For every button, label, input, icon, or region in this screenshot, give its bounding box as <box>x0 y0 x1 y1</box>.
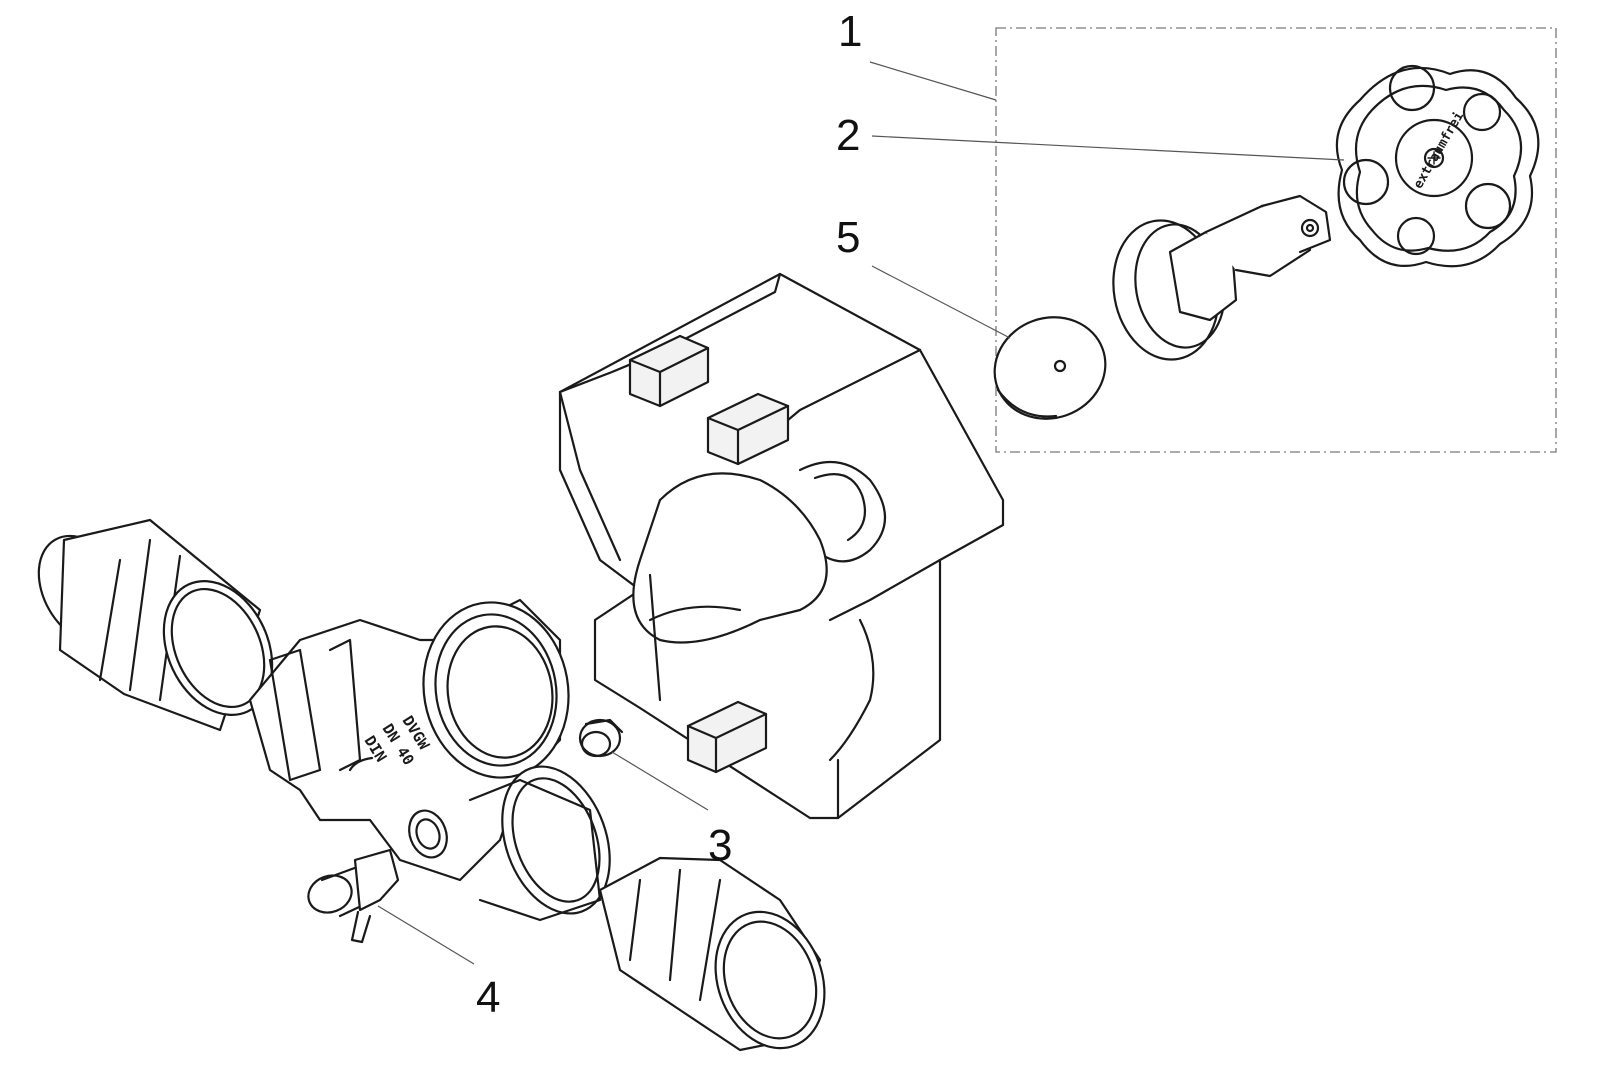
drain-valve-part-4 <box>307 848 400 944</box>
insulation-shell <box>558 272 1005 820</box>
callout-5: 5 <box>836 213 860 262</box>
leader-4 <box>377 905 475 965</box>
valve-top-spindle <box>1112 194 1332 361</box>
leader-2 <box>871 135 1345 161</box>
callout-1: 1 <box>838 7 862 56</box>
callout-3: 3 <box>708 821 732 870</box>
callout-2: 2 <box>836 111 860 160</box>
leader-1 <box>869 61 997 101</box>
right-press-fitting <box>598 856 826 1052</box>
callout-4: 4 <box>476 973 500 1022</box>
leader-5 <box>871 265 1011 339</box>
disc-part-5 <box>993 316 1107 420</box>
assembly-group-box <box>995 27 1557 453</box>
leader-3 <box>611 751 709 811</box>
valve-body: DVGW DN 40 DIN <box>248 598 611 922</box>
plug-part-3 <box>578 718 624 758</box>
handwheel-part-2: extraumfrei <box>1335 64 1540 268</box>
left-press-fitting <box>37 518 274 732</box>
